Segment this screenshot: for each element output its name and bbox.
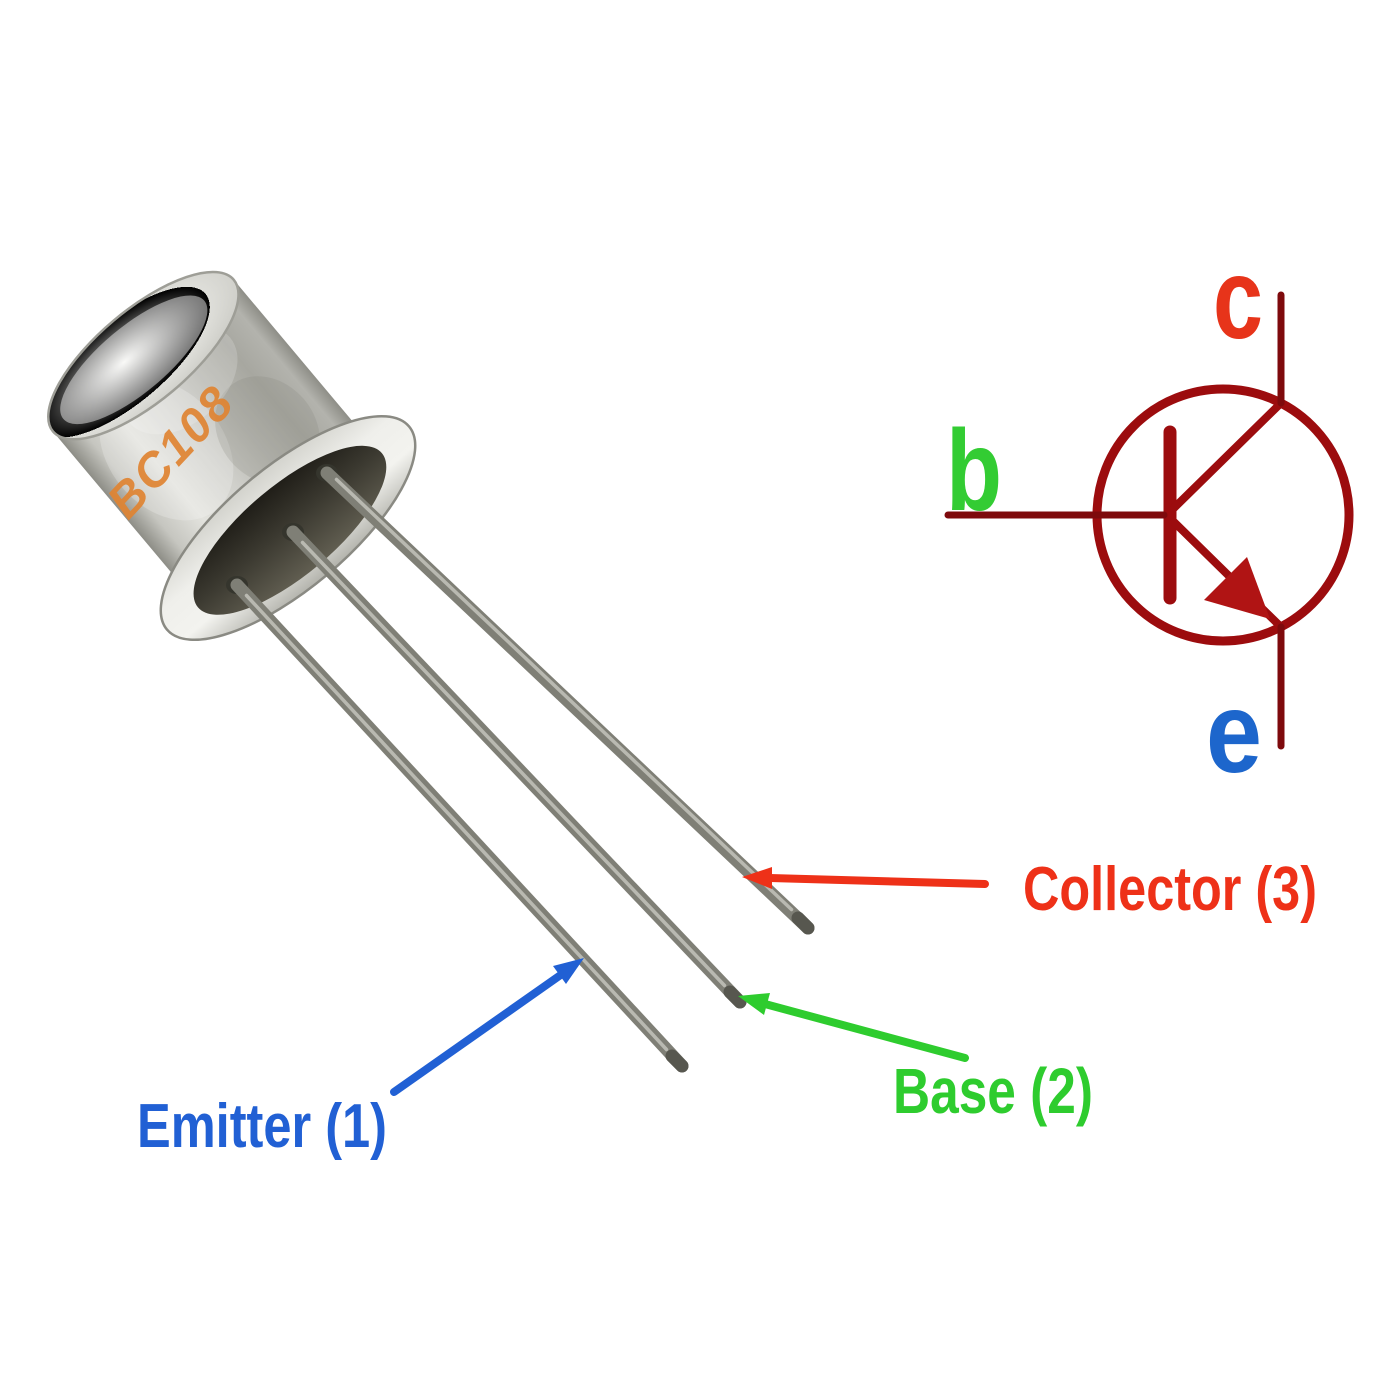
base-leg-tip xyxy=(723,985,747,1009)
collector-leg-tip xyxy=(791,911,815,935)
symbol-terminal-c: c xyxy=(1213,235,1263,363)
base-arrow-line xyxy=(761,1000,969,1062)
transistor-can: BC108 xyxy=(47,270,417,642)
can-top-highlight xyxy=(60,295,208,425)
emitter-leg-highlight xyxy=(244,593,669,1052)
emitter-label: Emitter (1) xyxy=(137,1092,387,1161)
collector-arrowhead-icon xyxy=(742,867,772,889)
collector-arrow-line xyxy=(766,874,989,888)
emitter-arrow-line xyxy=(390,970,566,1096)
emitter-arrowhead-icon xyxy=(553,958,584,984)
collector-leg xyxy=(320,466,815,935)
symbol-emitter-arrowhead xyxy=(1204,557,1270,619)
base-leg-highlight xyxy=(300,540,727,988)
base-arrowhead-icon xyxy=(738,993,770,1015)
npn-symbol xyxy=(944,291,1354,750)
symbol-terminal-e: e xyxy=(1206,669,1262,797)
leads xyxy=(226,464,815,1073)
base-label: Base (2) xyxy=(893,1055,1093,1127)
can-top-face xyxy=(47,270,240,441)
symbol-collector-diagonal xyxy=(1170,399,1285,512)
emitter-leg-tip xyxy=(665,1049,689,1073)
symbol-terminal-b: b xyxy=(946,407,1002,535)
collector-leg-highlight xyxy=(334,477,794,912)
annotation-arrows xyxy=(390,867,989,1096)
collector-label: Collector (3) xyxy=(1023,855,1317,924)
transistor-photo: BC108 xyxy=(47,270,815,1073)
